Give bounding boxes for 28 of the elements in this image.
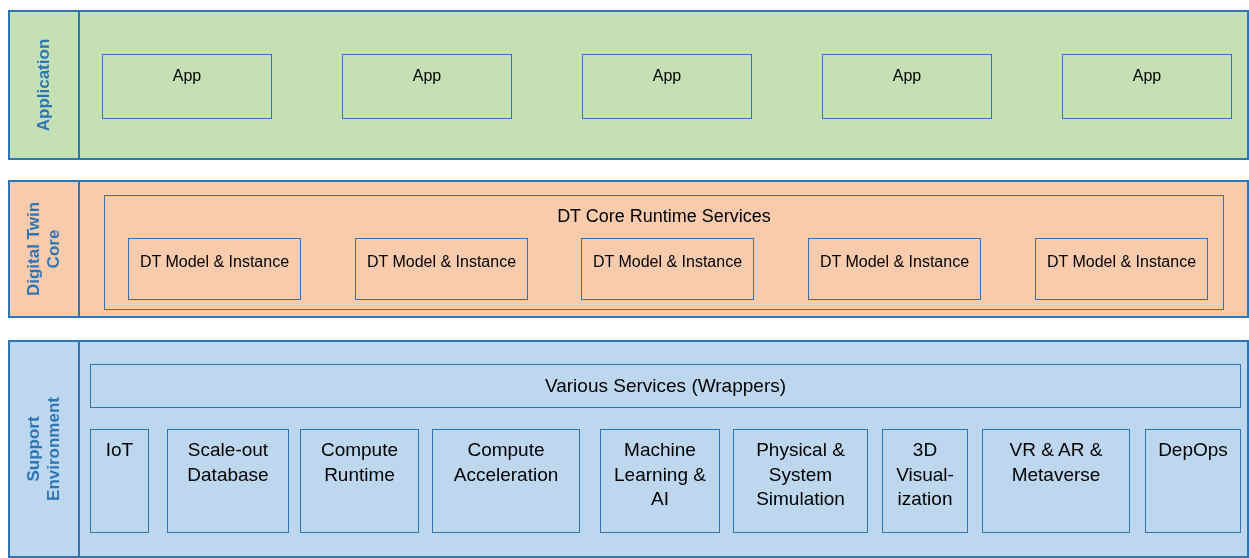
layer-title: Support Environment [24,396,64,503]
model-block: DT Model & Instance [1035,238,1208,300]
service-block: 3D Visual-ization [882,429,968,533]
layer-band [8,10,1249,160]
service-block: Various Services (Wrappers) [90,364,1241,408]
layer-band [8,340,1249,558]
service-block: IoT [90,429,149,533]
app-block: App [822,54,992,119]
service-block: Machine Learning & AI [600,429,720,533]
layer-title: Digital Twin Core [24,200,64,299]
service-block: VR & AR & Metaverse [982,429,1130,533]
service-block: Compute Acceleration [432,429,580,533]
model-block: DT Model & Instance [128,238,301,300]
app-block: App [1062,54,1232,119]
service-block: DepOps [1145,429,1241,533]
service-block: Scale-out Database [167,429,289,533]
runtime-services-panel [104,195,1224,310]
service-block: Compute Runtime [300,429,419,533]
app-block: App [102,54,272,119]
layer-band [8,180,1249,318]
app-block: App [582,54,752,119]
model-block: DT Model & Instance [808,238,981,300]
service-block: Physical & System Simulation [733,429,868,533]
panel-title: DT Core Runtime Services [556,205,772,227]
app-block: App [342,54,512,119]
model-block: DT Model & Instance [581,238,754,300]
model-block: DT Model & Instance [355,238,528,300]
layer-title: Application [34,37,54,134]
